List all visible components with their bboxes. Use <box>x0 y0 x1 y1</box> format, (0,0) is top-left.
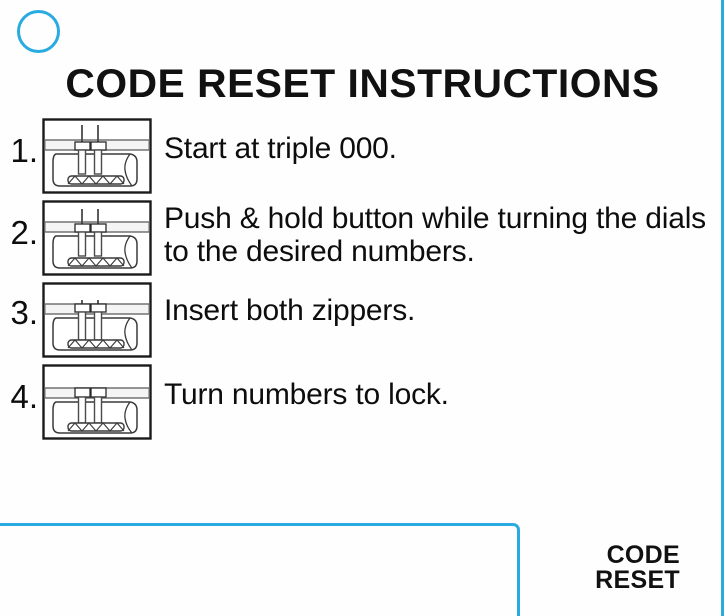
luggage-lock-icon <box>42 282 152 358</box>
bottom-left-corner-accent-rule <box>0 523 520 616</box>
step-number: 2. <box>10 214 38 251</box>
brand-mark: CODE RESET <box>595 543 680 593</box>
instruction-step-list: 1. Start at triple 000. 2. <box>0 118 725 446</box>
list-item: 4. Turn numbers to lock. <box>0 364 725 440</box>
step-number: 1. <box>10 132 38 169</box>
luggage-lock-icon <box>42 200 152 276</box>
list-item: 3. Insert both zippers. <box>0 282 725 358</box>
step-number: 3. <box>10 294 38 331</box>
page-title: CODE RESET INSTRUCTIONS <box>65 62 660 106</box>
brand-line-1: CODE <box>606 541 680 569</box>
luggage-lock-icon <box>42 118 152 194</box>
brand-line-2: RESET <box>595 566 680 594</box>
right-edge-accent-rule <box>721 0 724 616</box>
step-text: Turn numbers to lock. <box>164 378 449 411</box>
luggage-lock-icon <box>42 364 152 440</box>
list-item: 1. Start at triple 000. <box>0 118 725 194</box>
step-text: Insert both zippers. <box>164 294 416 327</box>
step-text: Start at triple 000. <box>164 132 397 165</box>
step-text: Push & hold button while turning the dia… <box>164 202 706 268</box>
decorative-circle-icon <box>17 10 60 53</box>
list-item: 2. Push & hold button while turning the … <box>0 200 725 276</box>
step-number: 4. <box>10 378 38 415</box>
